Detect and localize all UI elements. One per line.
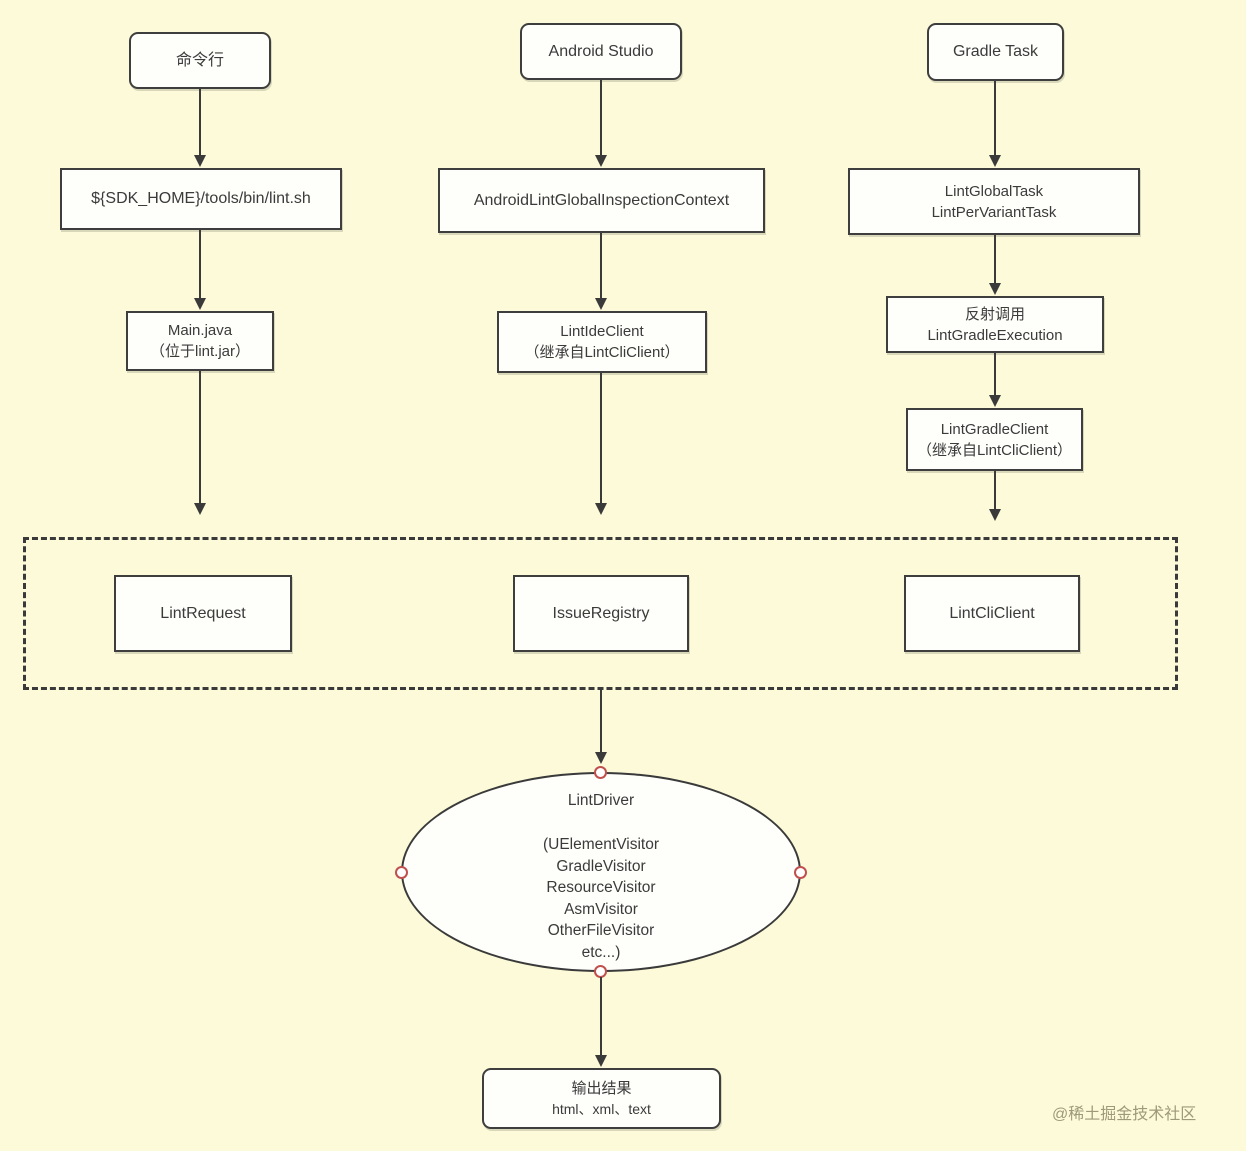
dashed-client-group xyxy=(23,537,1178,690)
visitor-line: etc...) xyxy=(581,943,621,961)
node-label-line2: LintPerVariantTask xyxy=(931,203,1057,221)
node-label-line1: LintIdeClient xyxy=(560,323,644,340)
arrow-inspection-to-ideclient xyxy=(600,233,602,298)
node-label: 命令行 xyxy=(175,51,224,69)
node-label-line1: Main.java xyxy=(167,322,233,339)
node-lint-cli-client: LintCliClient xyxy=(904,575,1080,652)
arrow-lintsh-to-mainjava xyxy=(199,230,201,298)
node-label: LintCliClient xyxy=(949,604,1035,622)
node-reflection-call: 反射调用 LintGradleExecution xyxy=(886,296,1104,353)
node-gradle-task: Gradle Task xyxy=(927,23,1064,81)
arrow-ideclient-to-group xyxy=(600,373,602,503)
arrow-lintdriver-to-output xyxy=(600,977,602,1055)
node-label: LintRequest xyxy=(160,604,246,622)
anchor-dot-top xyxy=(594,766,607,779)
anchor-dot-right xyxy=(794,866,807,879)
arrow-reflection-to-gradleclient xyxy=(994,353,996,395)
visitor-line: AsmVisitor xyxy=(564,900,638,918)
node-label-line1: LintGlobalTask xyxy=(944,182,1044,200)
node-label: Android Studio xyxy=(548,42,654,60)
node-lint-driver: LintDriver (UElementVisitor GradleVisito… xyxy=(401,772,801,972)
node-issue-registry: IssueRegistry xyxy=(513,575,689,652)
node-lint-global-task: LintGlobalTask LintPerVariantTask xyxy=(848,168,1140,235)
visitor-line: OtherFileVisitor xyxy=(547,922,655,939)
node-output-result: 输出结果 html、xml、text xyxy=(482,1068,721,1129)
node-label-line2: （继承自LintCliClient） xyxy=(916,441,1073,459)
arrow-globaltask-to-reflection xyxy=(994,235,996,283)
node-lint-request: LintRequest xyxy=(114,575,292,652)
visitor-line: GradleVisitor xyxy=(556,857,646,875)
arrow-gradletask-to-globaltask xyxy=(994,81,996,155)
node-android-studio: Android Studio xyxy=(520,23,682,80)
node-label: ${SDK_HOME}/tools/bin/lint.sh xyxy=(91,190,311,207)
node-label-line1: 反射调用 xyxy=(964,305,1025,323)
node-inspection-context: AndroidLintGlobalInspectionContext xyxy=(438,168,765,233)
node-label-line2: LintGradleExecution xyxy=(927,326,1063,344)
lint-driver-title: LintDriver xyxy=(567,792,635,809)
node-label-line2: html、xml、text xyxy=(552,1101,651,1117)
node-label-line1: 输出结果 xyxy=(571,1080,632,1097)
node-label: IssueRegistry xyxy=(552,604,650,622)
arrow-androidstudio-to-inspection xyxy=(600,80,602,155)
lint-driver-visitors: (UElementVisitor GradleVisitor ResourceV… xyxy=(543,834,659,963)
watermark: @稀土掘金技术社区 xyxy=(1052,1106,1197,1123)
node-lint-gradle-client: LintGradleClient （继承自LintCliClient） xyxy=(906,408,1083,471)
node-cmdline: 命令行 xyxy=(129,32,271,89)
node-label-line2: （继承自LintCliClient） xyxy=(524,344,680,361)
arrow-mainjava-to-group xyxy=(199,371,201,503)
node-lint-ide-client: LintIdeClient （继承自LintCliClient） xyxy=(497,311,707,373)
node-lintsh: ${SDK_HOME}/tools/bin/lint.sh xyxy=(60,168,342,230)
arrow-group-to-lintdriver xyxy=(600,690,602,752)
node-label: Gradle Task xyxy=(952,43,1039,60)
node-label-line2: （位于lint.jar） xyxy=(149,343,250,360)
node-mainjava: Main.java （位于lint.jar） xyxy=(126,311,274,371)
arrow-gradleclient-to-group xyxy=(994,471,996,509)
node-label-line1: LintGradleClient xyxy=(940,420,1049,438)
visitor-line: ResourceVisitor xyxy=(546,879,656,896)
node-label: AndroidLintGlobalInspectionContext xyxy=(473,191,730,209)
anchor-dot-left xyxy=(395,866,408,879)
visitor-line: (UElementVisitor xyxy=(542,836,659,853)
arrow-cmdline-to-lintsh xyxy=(199,89,201,155)
